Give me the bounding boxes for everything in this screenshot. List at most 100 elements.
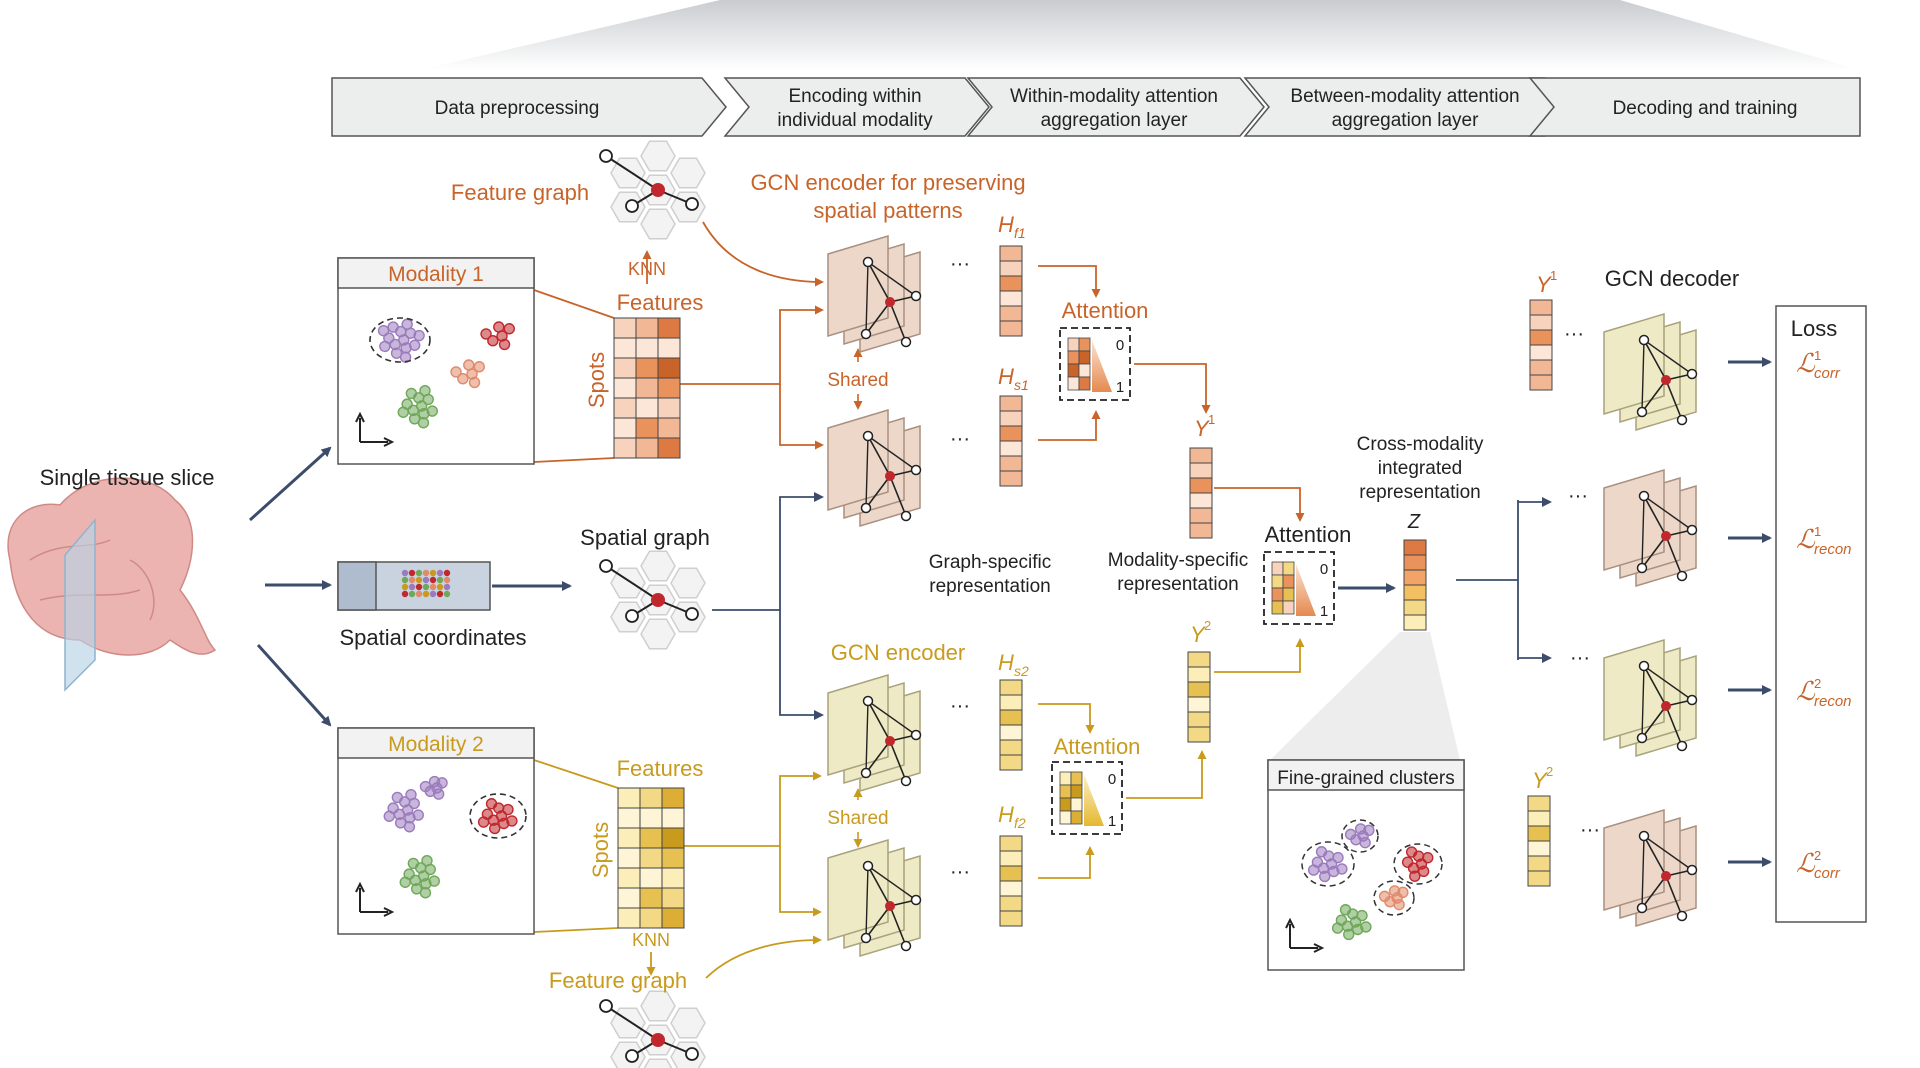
ellipsis: ···	[1568, 485, 1588, 507]
slide-dot	[422, 583, 430, 591]
matrix-cell	[617, 867, 641, 889]
matrix-cell	[657, 377, 681, 399]
loss-sub: recon	[1814, 693, 1852, 710]
loss-symbol: ℒ	[1796, 848, 1816, 878]
slide-dot	[408, 583, 416, 591]
encoder-edge	[1665, 875, 1683, 917]
cluster-outline	[1373, 880, 1415, 916]
vector-cell	[999, 895, 1023, 912]
matrix-cell	[635, 337, 659, 359]
attention-one: 1	[1320, 603, 1328, 620]
cluster-dot	[1336, 863, 1348, 875]
vector-cell	[999, 679, 1023, 696]
encoder-node	[1636, 406, 1648, 418]
encoder-edge	[1641, 495, 1645, 569]
slide-dot	[401, 583, 409, 591]
encoder-edge	[1643, 339, 1693, 375]
cluster-dot	[506, 815, 518, 827]
zoom-wedge	[1270, 632, 1460, 760]
vector-hs1	[999, 395, 1023, 487]
cluster-dot	[468, 376, 481, 389]
attention-cell	[1067, 337, 1080, 352]
graph-specific-label: representation	[929, 576, 1050, 597]
cluster-dot	[1344, 828, 1357, 841]
vector-cell	[999, 910, 1023, 927]
cluster-dot	[1307, 864, 1320, 876]
shared-label-2: Shared	[827, 808, 888, 829]
feature-graph-2	[599, 990, 706, 1068]
encoder-node	[1638, 660, 1650, 672]
cluster-dot	[503, 323, 515, 335]
attention-zero: 0	[1108, 771, 1116, 788]
panel-title: Modality 1	[388, 263, 484, 286]
vector-z	[1403, 539, 1427, 631]
vector-cell	[999, 455, 1023, 472]
cross-modality-label: representation	[1359, 482, 1480, 503]
graph-node-center	[651, 593, 665, 607]
gcn-encoder-title: spatial patterns	[813, 198, 962, 223]
encoder-stack-f2	[827, 838, 922, 958]
matrix-cell	[635, 397, 659, 419]
loss-sub: corr	[1814, 365, 1841, 382]
matrix-cell	[661, 787, 685, 809]
loss-symbol: ℒ	[1796, 524, 1816, 554]
encoder-layer	[1603, 312, 1665, 416]
hex-cell	[643, 1058, 673, 1068]
matrix-cell	[639, 807, 663, 829]
vector-cell	[1187, 711, 1211, 728]
hex-cell	[670, 567, 706, 599]
panel-matrix-line	[533, 457, 615, 463]
cluster-dot	[419, 887, 432, 899]
matrix-cell	[657, 317, 681, 339]
attention-one: 1	[1108, 813, 1116, 830]
vector-cell	[1189, 477, 1213, 494]
cluster-dot	[487, 335, 499, 347]
stage-arrow-3	[966, 77, 1265, 137]
matrix-cell	[661, 867, 685, 889]
cluster-dot	[426, 405, 438, 417]
hex-cell	[640, 550, 676, 582]
graph-node	[685, 197, 699, 211]
encoder-node	[860, 932, 872, 944]
label-hf2: H	[998, 802, 1014, 827]
vector-cell	[999, 260, 1023, 277]
encoder-node	[862, 430, 874, 442]
h-to-attention	[1038, 410, 1101, 441]
attention-cell	[1078, 337, 1091, 352]
attention-cell	[1059, 771, 1072, 786]
loss-symbol: ℒ	[1796, 348, 1816, 378]
matrix-cell	[613, 357, 637, 379]
ellipsis: ···	[950, 695, 970, 717]
encoder-edge	[1643, 835, 1667, 877]
encoder-edge	[865, 700, 869, 774]
attention-cell	[1070, 810, 1083, 825]
modality-specific-label: representation	[1117, 574, 1238, 595]
slide-dot	[415, 590, 423, 598]
featuregraph-to-encoder	[702, 221, 824, 287]
panel-frame	[337, 727, 535, 935]
graph-edge	[605, 155, 659, 191]
vector-cell	[1527, 825, 1551, 842]
encoder-layer	[827, 234, 889, 338]
attention-label-2: Attention	[1054, 734, 1141, 759]
graph-node	[625, 609, 639, 623]
cluster-dot	[477, 816, 490, 828]
slide-dot	[429, 576, 437, 584]
encoder-node	[1686, 694, 1698, 706]
gcn-encoder-title: GCN encoder for preserving	[750, 170, 1025, 195]
features-label-2: Features	[617, 756, 704, 781]
cluster-dot	[1393, 898, 1405, 911]
cluster-dot	[1331, 922, 1344, 934]
label-hs1: H	[998, 364, 1014, 389]
matrix-cell	[639, 907, 663, 929]
slide-dot	[436, 590, 444, 598]
attention-cell	[1067, 376, 1080, 391]
cluster-dot	[1356, 909, 1368, 922]
arrow-to-modality1	[248, 446, 332, 522]
cluster-dot	[1378, 890, 1391, 903]
cluster-dot	[397, 406, 409, 418]
features-to-encoder	[779, 384, 824, 450]
graph-node	[685, 607, 699, 621]
